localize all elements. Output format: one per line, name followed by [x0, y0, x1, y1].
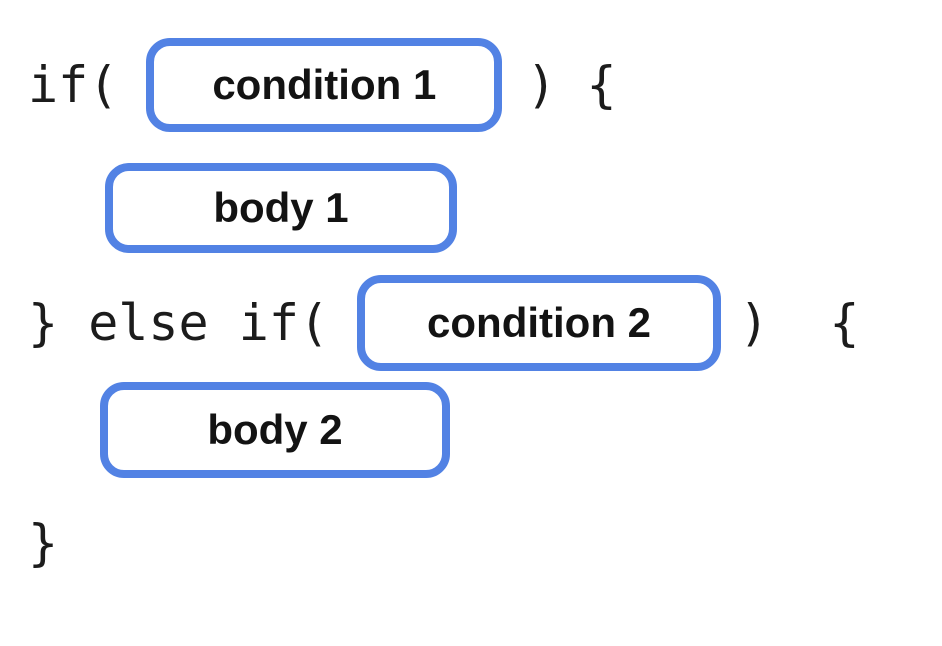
code-closing-brace: }	[28, 514, 59, 572]
condition-2-slot: condition 2	[357, 275, 722, 371]
body-2-slot: body 2	[100, 382, 450, 478]
code-close-brace-else-if-open-paren: } else if(	[28, 294, 330, 352]
code-line-4: body 2	[100, 382, 450, 478]
body-2-label: body 2	[207, 406, 343, 453]
condition-1-label: condition 1	[212, 61, 437, 108]
body-1-slot: body 1	[105, 163, 457, 253]
code-if-open-paren: if(	[28, 56, 119, 114]
code-line-3: } else if( condition 2 ) {	[28, 275, 859, 371]
condition-1-slot: condition 1	[146, 38, 503, 132]
condition-2-label: condition 2	[427, 299, 652, 346]
code-line-2: body 1	[105, 163, 457, 253]
code-close-paren-open-brace-2: ) {	[739, 294, 860, 352]
code-line-1: if( condition 1 ) {	[28, 38, 617, 132]
code-line-5: }	[28, 508, 58, 578]
code-close-paren-open-brace-1: ) {	[526, 56, 617, 114]
body-1-label: body 1	[213, 184, 349, 231]
